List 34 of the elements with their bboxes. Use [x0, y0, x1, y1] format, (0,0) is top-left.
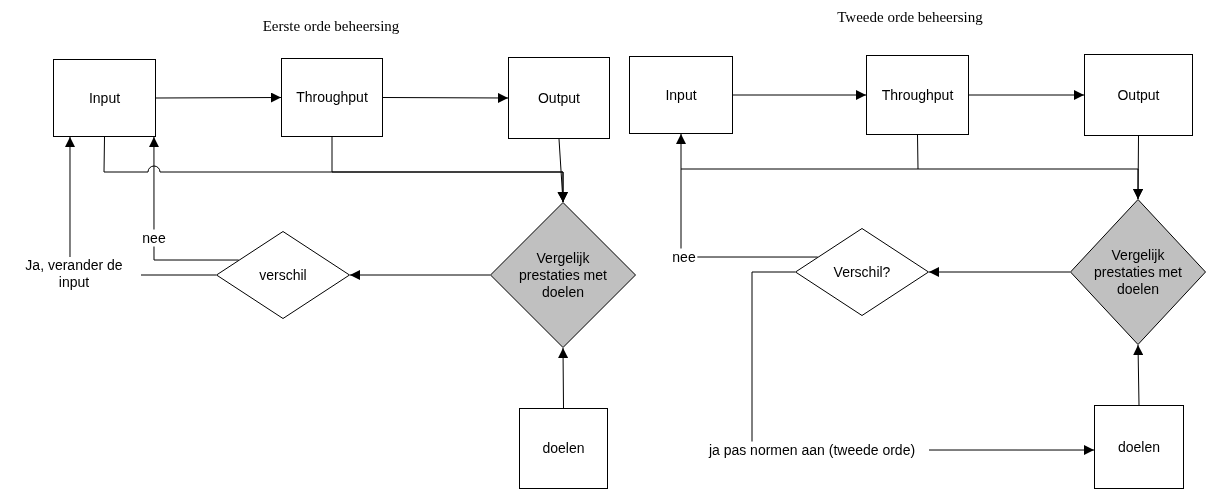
node-label: doelen: [1117, 438, 1160, 456]
node-label: Output: [538, 89, 580, 107]
arrow: [732, 90, 867, 100]
arrow: [968, 90, 1085, 100]
process-box: [1094, 405, 1184, 489]
edge-label: nee: [140, 229, 168, 247]
process-box: [508, 57, 610, 139]
arrow: [928, 267, 1071, 277]
node-label: Output: [1117, 86, 1160, 104]
arrow: [331, 136, 568, 203]
arrow: [382, 92, 509, 103]
node-label: Throughput: [296, 89, 368, 106]
node-label: Verschil?: [833, 263, 891, 281]
process-box: [519, 408, 608, 489]
node-label: verschil: [259, 266, 307, 284]
process-box: [866, 55, 969, 135]
arrow: [557, 138, 568, 203]
section-heading: Tweede orde beheersing: [837, 9, 983, 26]
node-label: Input: [665, 86, 697, 104]
process-box: [53, 59, 156, 137]
node-label: Throughput: [881, 86, 954, 104]
arrow: [1133, 344, 1144, 406]
arrow: [1133, 135, 1144, 200]
arrow: [155, 92, 282, 103]
node-label: Vergelijk prestaties met doelen: [518, 249, 608, 301]
node-label: Input: [88, 89, 121, 107]
process-box: [629, 56, 733, 134]
arrow: [349, 270, 491, 280]
arrow: [558, 347, 569, 409]
section-heading: Eerste orde beheersing: [262, 18, 400, 35]
node-label: Vergelijk prestaties met doelen: [1093, 246, 1183, 298]
node-label: doelen: [542, 440, 585, 457]
process-box: [281, 58, 383, 137]
process-box: [1084, 54, 1193, 136]
